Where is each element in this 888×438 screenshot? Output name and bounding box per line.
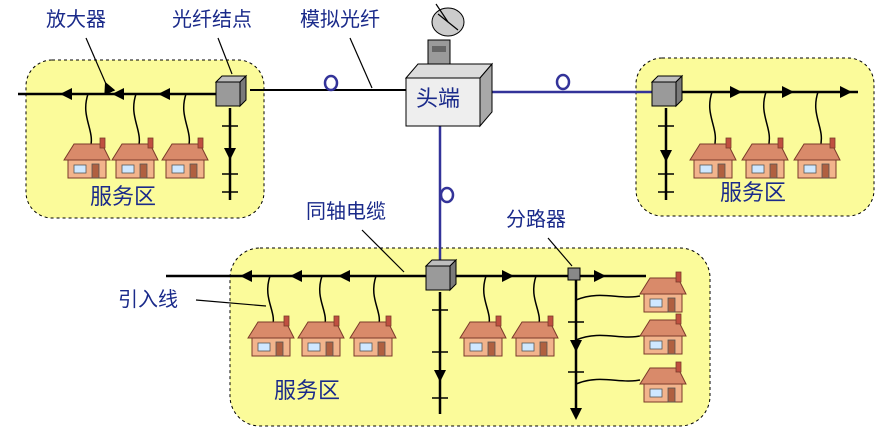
amp-arrow (112, 88, 124, 100)
satellite-dish-icon (427, 3, 465, 65)
zone-label-left: 服务区 (90, 185, 156, 210)
fiber-coil-bottom (439, 186, 455, 204)
label-coax-cable: 同轴电缆 (306, 199, 386, 223)
splitter-box (567, 267, 581, 281)
label-splitter: 分路器 (506, 207, 566, 231)
amp-arrow (60, 88, 72, 100)
label-drop-line: 引入线 (118, 287, 178, 311)
amp-arrow (158, 88, 170, 100)
headend-label: 头端 (416, 87, 460, 112)
headend-box (404, 62, 494, 128)
fiber-node-left (215, 75, 247, 107)
fiber-coil-left (323, 74, 339, 92)
service-zone-left (25, 59, 265, 219)
fiber-node-bottom (425, 259, 457, 291)
label-amplifier: 放大器 (46, 7, 106, 31)
fiber-coil-right (555, 73, 571, 91)
zone-label-right: 服务区 (720, 181, 786, 206)
zone-label-bottom: 服务区 (274, 379, 340, 404)
fiber-node-right (651, 75, 683, 107)
label-analog-fiber: 模拟光纤 (300, 7, 380, 31)
label-fiber-node: 光纤结点 (172, 7, 252, 31)
